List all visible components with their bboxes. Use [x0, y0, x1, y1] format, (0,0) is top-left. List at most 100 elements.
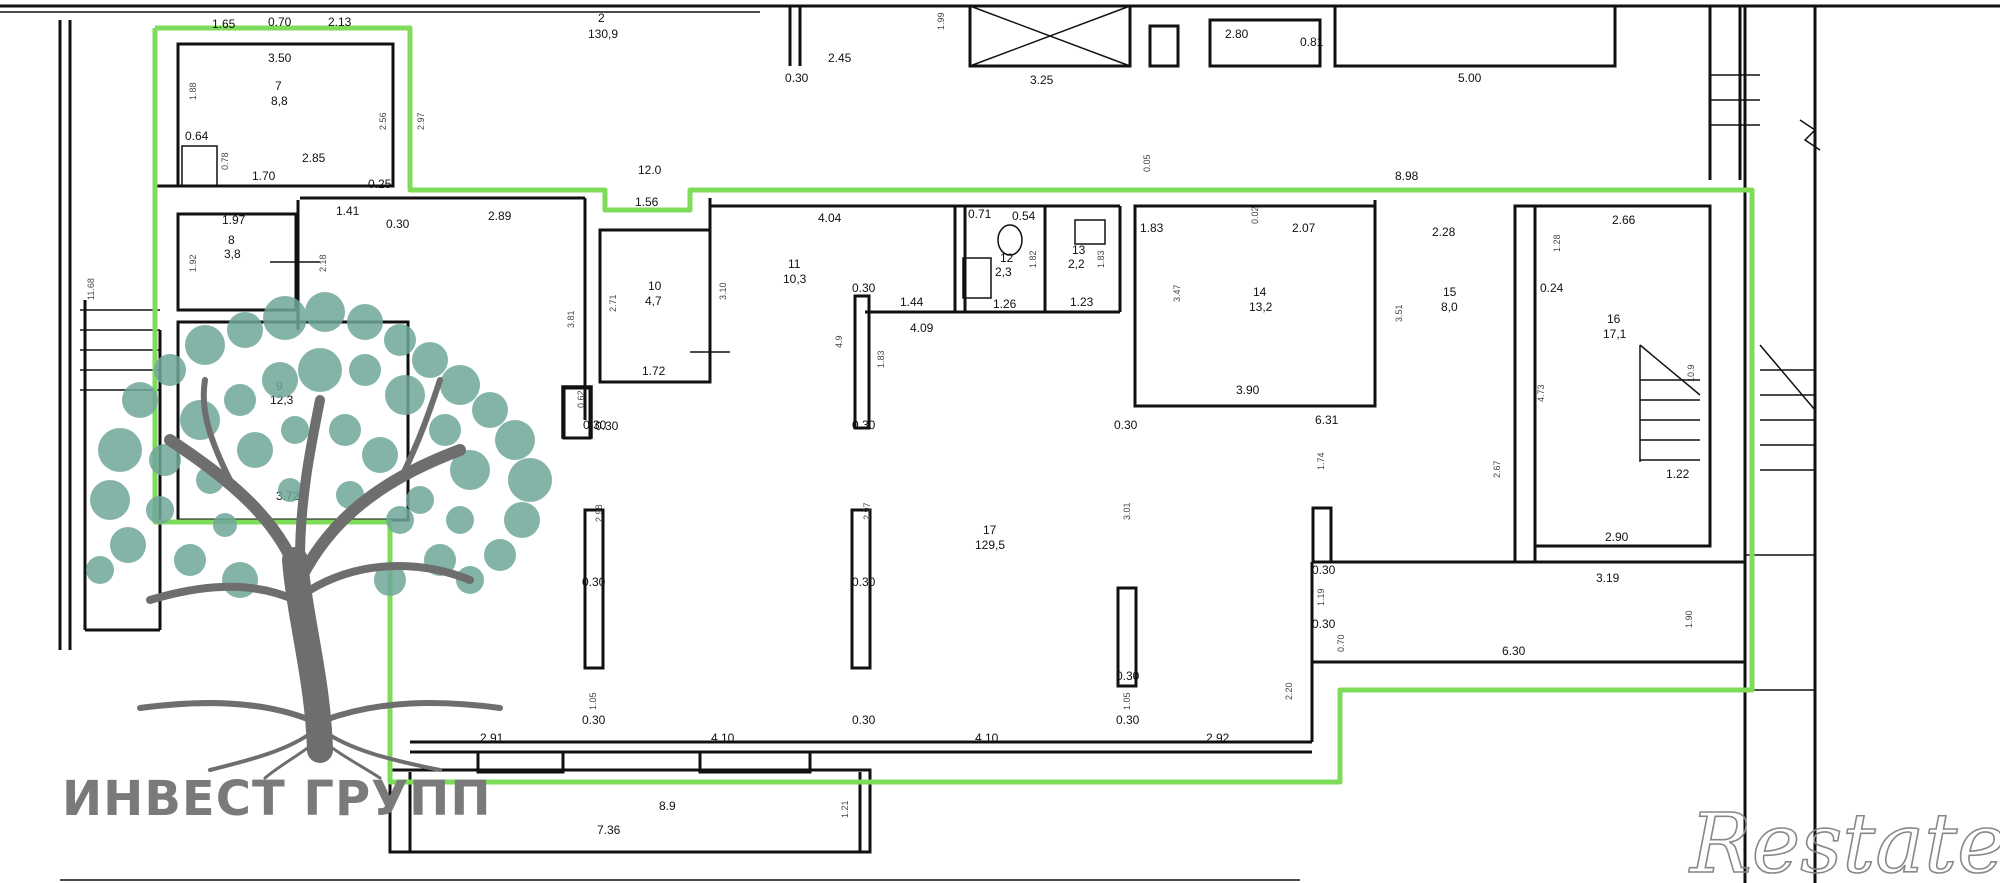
dim-label: 0.30	[386, 217, 410, 231]
room-12-area: 2,3	[995, 265, 1012, 279]
room-16-num: 16	[1607, 312, 1621, 326]
room-2-num: 2	[598, 11, 605, 25]
dim-label: 0.64	[185, 129, 209, 143]
dim-label: 2.89	[488, 209, 512, 223]
dim-label: 2.85	[302, 151, 326, 165]
room-11-num: 11	[788, 257, 801, 271]
dim-label: 2.92	[1206, 731, 1230, 745]
vdim-label: 3.10	[718, 282, 728, 300]
room-15-area: 8,0	[1441, 300, 1458, 314]
dim-label: 1.22	[1666, 467, 1690, 481]
room-17-area: 129,5	[975, 538, 1005, 552]
vdim-label: 1.82	[1028, 250, 1038, 268]
dim-label: 7.36	[597, 823, 621, 837]
dim-label: 8.9	[659, 799, 676, 813]
vertical-dimensions: 1.88 2.56 2.97 0.78 1.92 2.18 11.68 2.71…	[86, 12, 1696, 818]
dim-label: 2.45	[828, 51, 852, 65]
dim-label: 1.56	[635, 195, 659, 209]
vdim-label: 2.20	[1284, 682, 1294, 700]
vdim-label: 0.78	[220, 152, 230, 170]
dim-label: 0.30	[785, 71, 809, 85]
brand-watermark: Restate	[1688, 797, 2000, 883]
dim-label: 4.10	[975, 731, 999, 745]
dim-label: 1.72	[642, 364, 666, 378]
dim-label: 0.71	[968, 207, 992, 221]
room-15-num: 15	[1443, 285, 1457, 299]
dim-label: 0.30	[852, 418, 876, 432]
vdim-label: 11.68	[86, 278, 96, 300]
dim-label: 0.30	[582, 713, 606, 727]
vdim-label: 1.28	[1552, 234, 1562, 252]
dim-label: 6.30	[1502, 644, 1526, 658]
dim-label: 3.90	[1236, 383, 1260, 397]
dim-label: 6.31	[1315, 413, 1339, 427]
vdim-label: 4.73	[1536, 384, 1546, 402]
vdim-label: 1.74	[1316, 452, 1326, 470]
dim-label: 4.09	[910, 321, 934, 335]
vdim-label: 0.62	[576, 390, 586, 408]
vdim-label: 1.05	[588, 692, 598, 710]
dim-label: 0.30	[1312, 617, 1336, 631]
dim-label: 0.30	[582, 575, 606, 589]
room-14-num: 14	[1253, 285, 1267, 299]
room-8-num: 8	[228, 233, 235, 247]
dim-label: 1.97	[222, 213, 246, 227]
dim-label: 5.00	[1458, 71, 1482, 85]
dim-label: 2.07	[1292, 221, 1316, 235]
dim-label: 2.90	[1605, 530, 1629, 544]
room-7-num: 7	[275, 79, 282, 93]
dim-label: 1.26	[993, 297, 1017, 311]
dim-label: 0.30	[1114, 418, 1138, 432]
room-12-num: 12	[1000, 251, 1014, 265]
vdim-label: 10.9	[1686, 364, 1696, 382]
dim-label: 1.70	[252, 169, 276, 183]
vdim-label: 3.47	[1172, 284, 1182, 302]
dim-label: 8.98	[1395, 169, 1419, 183]
vdim-label: 2.56	[378, 112, 388, 130]
tree-logo: ИНВЕСТ ГРУПП	[62, 292, 552, 827]
vdim-label: 3.81	[566, 310, 576, 328]
dim-label: 0.24	[1540, 281, 1564, 295]
dim-label: 0.30	[583, 418, 607, 432]
dim-label: 2.13	[328, 15, 352, 29]
room-10-area: 4,7	[645, 294, 662, 308]
inner-walls	[60, 196, 1817, 883]
room-13-area: 2,2	[1068, 257, 1085, 271]
room-8-area: 3,8	[224, 247, 241, 261]
dim-label: 2.28	[1432, 225, 1456, 239]
dim-label: 1.41	[336, 204, 360, 218]
dim-label: 4.10	[711, 731, 735, 745]
dim-label: 0.30	[852, 713, 876, 727]
vdim-label: 2.71	[608, 294, 618, 312]
dim-label: 2.91	[480, 731, 504, 745]
vdim-label: 2.97	[862, 502, 872, 520]
vdim-label: 2.67	[1492, 460, 1502, 478]
dim-label: 0.25	[368, 177, 392, 191]
vdim-label: 1.99	[936, 12, 946, 30]
room-16-area: 17,1	[1603, 327, 1627, 341]
vdim-label: 1.83	[876, 350, 886, 368]
dim-label: 3.50	[268, 51, 292, 65]
vdim-label: 1.90	[1684, 610, 1694, 628]
tree-trunk	[137, 377, 503, 780]
dim-label: 1.23	[1070, 295, 1094, 309]
vdim-label: 0.02	[1250, 206, 1260, 224]
dim-label: 0.30	[852, 575, 876, 589]
room-17-num: 17	[983, 523, 997, 537]
room-labels: 2 130,9 7 8,8 8 3,8 9 12,3 10 4,7 11 10,…	[224, 11, 1627, 552]
dim-label: 1.44	[900, 295, 924, 309]
dim-label: 0.54	[1012, 209, 1036, 223]
dim-label: 2.80	[1225, 27, 1249, 41]
vdim-label: 1.92	[188, 254, 198, 272]
dim-label: 0.30	[1116, 669, 1140, 683]
vdim-label: 1.88	[188, 82, 198, 100]
vdim-label: 1.83	[1096, 250, 1106, 268]
dim-label: 0.30	[595, 419, 619, 433]
vdim-label: 2.98	[594, 504, 604, 522]
company-watermark: ИНВЕСТ ГРУПП	[62, 771, 492, 827]
dim-label: 0.81	[1300, 35, 1324, 49]
vdim-label: 3.51	[1394, 304, 1404, 322]
dim-label: 12.0	[638, 163, 662, 177]
dim-label: 1.83	[1140, 221, 1164, 235]
